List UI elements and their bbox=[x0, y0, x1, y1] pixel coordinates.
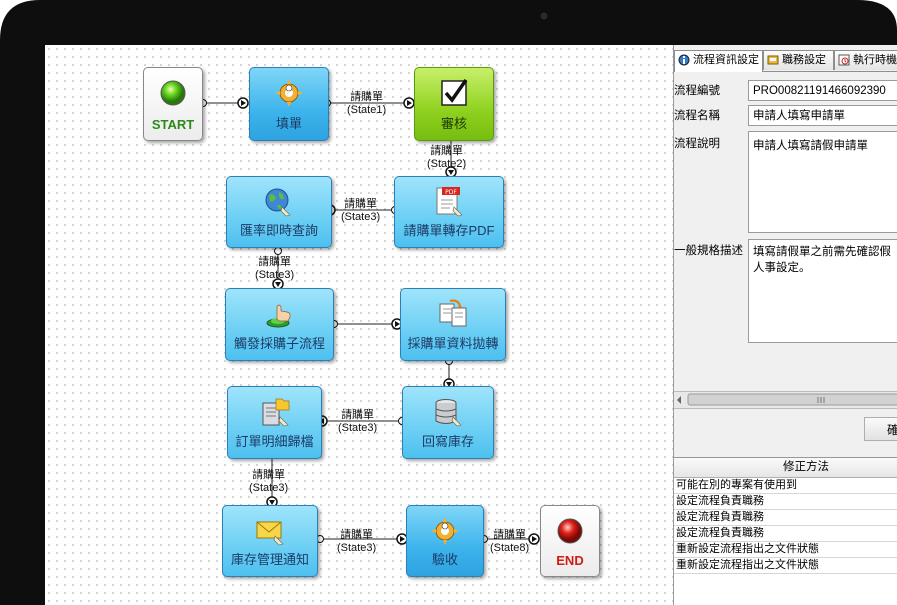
confirm-button[interactable]: 確 bbox=[864, 417, 897, 441]
table-row[interactable]: 重新設定流程指出之文件狀態 bbox=[674, 542, 897, 558]
edge-label-state2: 請購單 (State2) bbox=[427, 145, 466, 171]
horizontal-scrollbar[interactable] bbox=[674, 391, 897, 409]
gear-person-icon bbox=[431, 517, 459, 545]
table-row[interactable]: 重新設定流程指出之文件狀態 bbox=[674, 558, 897, 574]
edge-label-line: 請購單 bbox=[430, 145, 464, 157]
edge-label-state3: 請購單 (State3) bbox=[338, 409, 377, 435]
globe-icon bbox=[265, 188, 291, 217]
tab-label: 職務設定 bbox=[782, 54, 826, 66]
pdf-icon: PDF bbox=[436, 187, 463, 217]
grip-icon bbox=[817, 397, 825, 403]
convert-pdf-node[interactable]: PDF 請購單轉存PDF bbox=[394, 176, 504, 248]
edge-label-state1: 請購單 (State1) bbox=[347, 91, 386, 117]
database-icon bbox=[435, 399, 462, 427]
write-stock-node[interactable]: 回寫庫存 bbox=[402, 386, 494, 459]
hand-button-icon bbox=[266, 304, 291, 328]
start-node[interactable]: START bbox=[143, 67, 203, 141]
spec-desc-field[interactable]: 填寫請假單之前需先確認假 人事設定。 bbox=[748, 239, 897, 343]
edge-label-state: (State3) bbox=[341, 211, 381, 223]
green-light-icon bbox=[160, 80, 186, 106]
scroll-left-icon bbox=[677, 396, 681, 404]
svg-text:PDF: PDF bbox=[445, 189, 457, 196]
flow-id-label: 流程編號 bbox=[674, 85, 720, 97]
scroll-thumb bbox=[687, 393, 897, 406]
node-label: START bbox=[151, 117, 195, 132]
table-row[interactable]: 設定流程負責職務 bbox=[674, 526, 897, 542]
spec-line: 填寫請假單之前需先確認假 bbox=[753, 246, 891, 258]
edge-label-state: (State3) bbox=[255, 269, 295, 281]
tab-flow-info[interactable]: 流程資訊設定 bbox=[674, 50, 763, 72]
flow-name-label: 流程名稱 bbox=[674, 110, 720, 122]
review-node[interactable]: 審核 bbox=[414, 67, 494, 141]
edge-label-state: (State3) bbox=[338, 422, 378, 434]
fill-form-node[interactable]: 填單 bbox=[249, 67, 329, 141]
document-transfer-icon bbox=[439, 299, 467, 327]
tab-label: 流程資訊設定 bbox=[693, 54, 759, 66]
node-label: 庫存管理通知 bbox=[230, 552, 309, 567]
flow-info-icon bbox=[678, 54, 690, 66]
server-folder-icon bbox=[262, 398, 289, 427]
data-transfer-node[interactable]: 採購單資料拋轉 bbox=[400, 288, 506, 361]
table-row[interactable]: 設定流程負責職務 bbox=[674, 494, 897, 510]
accept-node[interactable]: 驗收 bbox=[406, 505, 484, 577]
trigger-sub-process-node[interactable]: 觸發採購子流程 bbox=[225, 288, 334, 361]
red-light-icon bbox=[557, 518, 583, 544]
edge-label-line: 請購單 bbox=[344, 198, 378, 210]
node-label: 訂單明細歸檔 bbox=[235, 434, 314, 449]
tab-execution-timing[interactable]: 執行時機 bbox=[834, 50, 897, 70]
workflow-canvas[interactable]: 請購單 (State1) 請購單 (State2) 請購單 (State3) 請… bbox=[45, 45, 673, 605]
edge-label-state: (State8) bbox=[490, 542, 530, 554]
tab-label: 執行時機 bbox=[853, 54, 897, 66]
flow-desc-label: 流程說明 bbox=[674, 138, 720, 150]
edge-label-state: (State3) bbox=[337, 542, 377, 554]
envelope-icon bbox=[256, 521, 284, 546]
gear-person-icon bbox=[275, 79, 303, 107]
node-label: 匯率即時查詢 bbox=[239, 223, 318, 238]
spec-line: 人事設定。 bbox=[753, 262, 811, 274]
edge-label-state3: 請購單 (State3) bbox=[337, 529, 376, 555]
node-label: 觸發採購子流程 bbox=[233, 336, 325, 351]
edge-label-line: 請購單 bbox=[341, 409, 375, 421]
stock-notify-node[interactable]: 庫存管理通知 bbox=[222, 505, 318, 577]
edge-label-state3: 請購單 (State3) bbox=[255, 256, 294, 282]
exchange-rate-node[interactable]: 匯率即時查詢 bbox=[226, 176, 332, 248]
edge-label-state: (State3) bbox=[249, 482, 289, 494]
spec-desc-label: 一般規格描述 bbox=[674, 245, 743, 257]
node-label: END bbox=[556, 553, 584, 568]
edge-label-line: 請購單 bbox=[258, 256, 292, 268]
node-label: 回寫庫存 bbox=[421, 434, 474, 449]
checkmark-icon bbox=[441, 78, 468, 106]
properties-panel: 流程資訊設定 職務設定 執行時機 流程編號 PRO008211914660923… bbox=[673, 45, 897, 605]
node-label: 驗收 bbox=[431, 552, 458, 567]
table-row[interactable]: 可能在別的專案有使用到 bbox=[674, 478, 897, 494]
flow-id-field[interactable]: PRO00821191466092390 bbox=[748, 80, 897, 101]
edge-label-state3: 請購單 (State3) bbox=[249, 469, 288, 495]
edge-label-state: (State1) bbox=[347, 104, 387, 116]
edge-label-state: (State2) bbox=[427, 158, 467, 170]
order-archive-node[interactable]: 訂單明細歸檔 bbox=[227, 386, 322, 459]
edge-label-line: 請購單 bbox=[252, 469, 286, 481]
table-row[interactable]: 設定流程負責職務 bbox=[674, 510, 897, 526]
edge-label-line: 請購單 bbox=[350, 91, 384, 103]
node-label: 審核 bbox=[440, 116, 467, 131]
timer-icon bbox=[838, 54, 850, 66]
edge-label-line: 請購單 bbox=[340, 529, 374, 541]
table-header: 修正方法 bbox=[674, 458, 897, 478]
tab-job-settings[interactable]: 職務設定 bbox=[763, 50, 834, 70]
flow-desc-field[interactable]: 申請人填寫請假申請單 bbox=[748, 131, 897, 233]
edge-label-line: 請購單 bbox=[493, 529, 527, 541]
job-icon bbox=[767, 55, 779, 65]
edge-label-state8: 請購單 (State8) bbox=[490, 529, 529, 555]
fix-method-table: 修正方法 可能在別的專案有使用到 設定流程負責職務 設定流程負責職務 設定流程負… bbox=[674, 457, 897, 605]
flow-name-field[interactable]: 申請人填寫申請單 bbox=[748, 105, 897, 126]
panel-tabs: 流程資訊設定 職務設定 執行時機 bbox=[674, 50, 897, 72]
node-label: 填單 bbox=[275, 116, 302, 131]
node-label: 採購單資料拋轉 bbox=[407, 336, 499, 351]
end-node[interactable]: END bbox=[540, 505, 600, 577]
edge-label-state3: 請購單 (State3) bbox=[341, 198, 380, 224]
node-label: 請購單轉存PDF bbox=[403, 223, 495, 238]
